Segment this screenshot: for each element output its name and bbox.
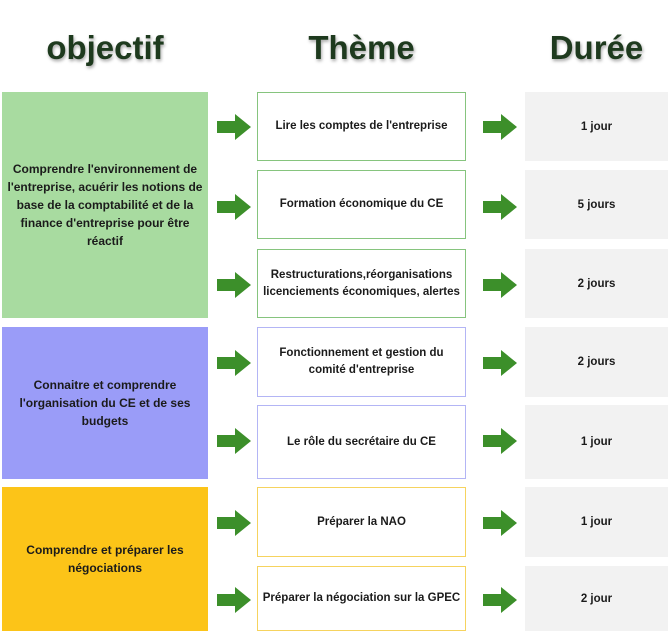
duration-box: 1 jour: [525, 405, 668, 479]
right-arrow-icon: [483, 272, 517, 298]
right-arrow-icon: [483, 587, 517, 613]
right-arrow-icon: [217, 587, 251, 613]
header-objective: objectif: [46, 29, 164, 66]
objective-block-3: Comprendre et préparer les négociations: [2, 487, 208, 631]
duration-box: 2 jours: [525, 327, 668, 397]
duration-box: 1 jour: [525, 92, 668, 161]
duration-box: 1 jour: [525, 487, 668, 557]
theme-box: Lire les comptes de l'entreprise: [257, 92, 466, 161]
right-arrow-icon: [483, 428, 517, 454]
theme-box: Préparer la NAO: [257, 487, 466, 557]
theme-box: Préparer la négociation sur la GPEC: [257, 566, 466, 631]
right-arrow-icon: [483, 194, 517, 220]
theme-box: Restructurations,réorganisations licenci…: [257, 249, 466, 318]
right-arrow-icon: [217, 194, 251, 220]
header-duration: Durée: [549, 29, 644, 66]
duration-box: 2 jour: [525, 566, 668, 631]
right-arrow-icon: [217, 114, 251, 140]
objective-block-2: Connaitre et comprendre l'organisation d…: [2, 327, 208, 479]
theme-box: Le rôle du secrétaire du CE: [257, 405, 466, 479]
theme-box: Fonctionnement et gestion du comité d'en…: [257, 327, 466, 397]
right-arrow-icon: [217, 272, 251, 298]
right-arrow-icon: [483, 510, 517, 536]
right-arrow-icon: [483, 350, 517, 376]
theme-box: Formation économique du CE: [257, 170, 466, 239]
right-arrow-icon: [217, 428, 251, 454]
right-arrow-icon: [217, 350, 251, 376]
header-theme: Thème: [308, 29, 415, 66]
duration-box: 2 jours: [525, 249, 668, 318]
objective-block-1: Comprendre l'environnement de l'entrepri…: [2, 92, 208, 318]
duration-box: 5 jours: [525, 170, 668, 239]
right-arrow-icon: [217, 510, 251, 536]
right-arrow-icon: [483, 114, 517, 140]
